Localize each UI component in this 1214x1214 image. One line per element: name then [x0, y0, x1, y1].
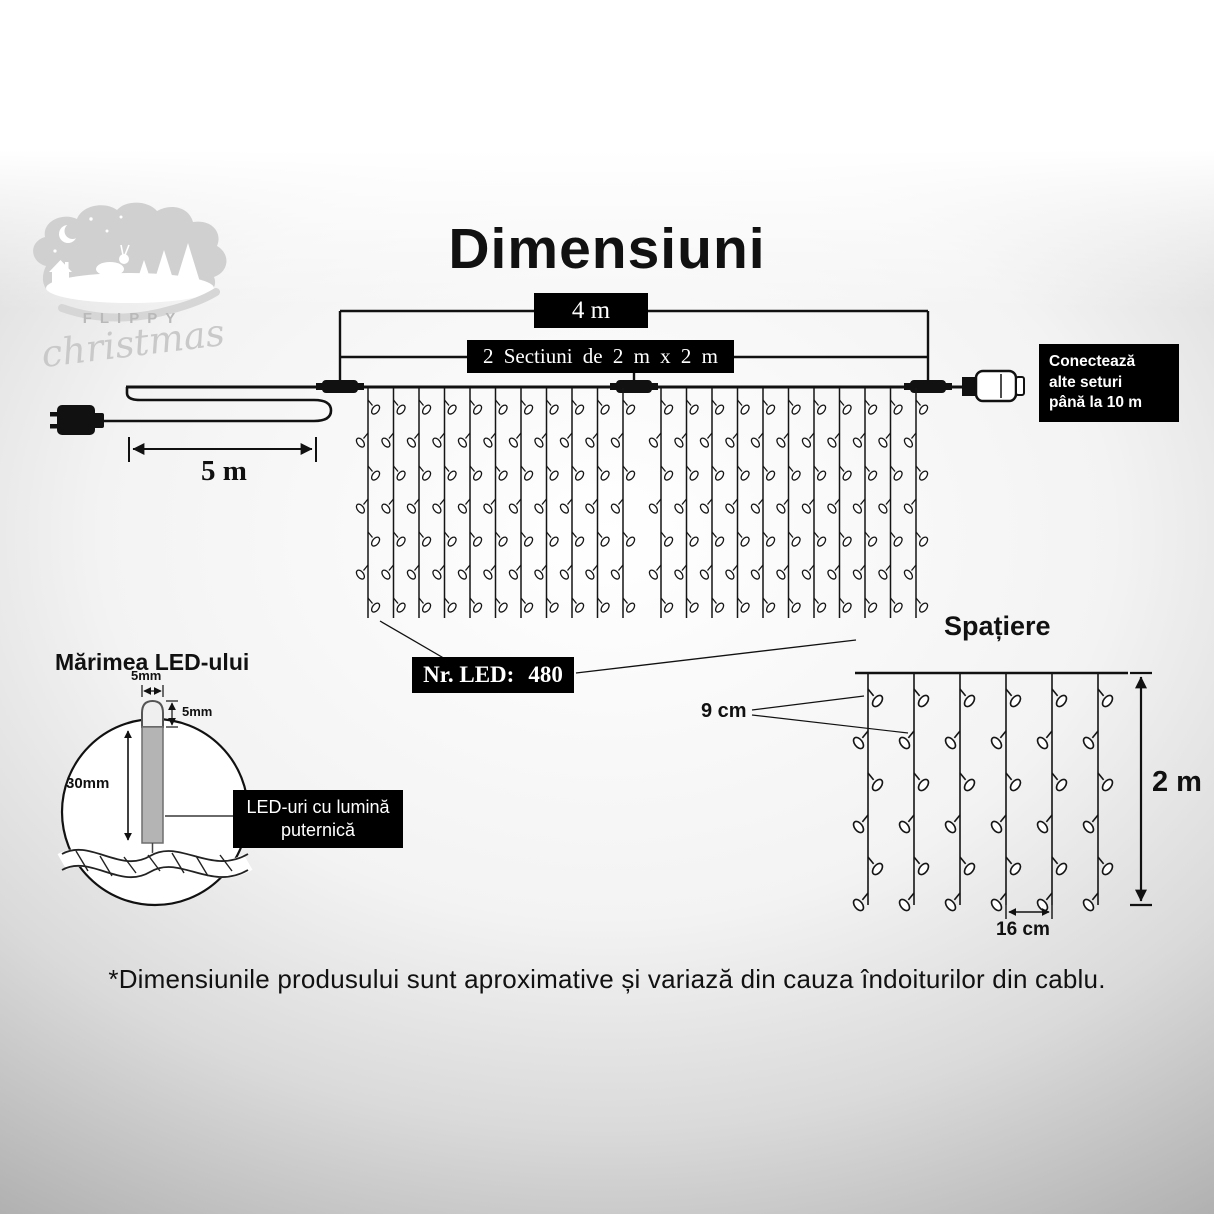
bulb-width-measure [141, 685, 164, 697]
snow-swoosh [58, 288, 220, 322]
led-count-badge: Nr. LED: 480 [412, 657, 574, 693]
led-count-label: Nr. LED: [423, 662, 515, 687]
cap-height-measure [166, 700, 178, 728]
power-plug-icon [50, 405, 104, 435]
lead-length-label: 5 m [201, 455, 247, 487]
bulb-body-label: 30mm [66, 775, 110, 792]
spacing-title: Spațiere [944, 611, 1051, 641]
deer-silhouette [96, 244, 130, 285]
winter-scene-icon [33, 202, 227, 322]
spacing-diagram [751, 671, 1152, 919]
led-count-leader-lines [379, 620, 857, 674]
led-cap-shape [141, 699, 164, 728]
bulb-cap-label: 5mm [182, 704, 213, 719]
led-count-value: 480 [528, 662, 563, 687]
connect-note-badge: Conectează alte seturi până la 10 m [1039, 344, 1179, 422]
twisted-wire-icon [57, 848, 253, 879]
height-measure [1130, 671, 1152, 907]
house-silhouette [49, 260, 72, 285]
total-width-badge: 4 m [534, 293, 648, 328]
vertical-gap-label: 9 cm [701, 700, 747, 722]
page-title: Dimensiuni [448, 217, 766, 281]
string-gap-label: 16 cm [996, 919, 1050, 940]
connect-note-line: până la 10 m [1049, 394, 1143, 412]
brand-logo: FLIPPY christmas [18, 198, 248, 403]
led-body-shape [141, 726, 164, 844]
vertical-gap-leaders [751, 695, 909, 734]
bulb-width-label: 5mm [131, 668, 162, 683]
curtain-section-right [648, 388, 929, 618]
sections-badge: 2 Sectiuni de 2 m x 2 m [467, 340, 734, 373]
string-gap-measure [1005, 905, 1053, 919]
led-size-title: Mărimea LED-ului [55, 649, 250, 675]
spacing-curtain [852, 673, 1115, 912]
led-size-diagram [57, 685, 253, 907]
connect-note-line: alte seturi [1049, 373, 1123, 391]
brand-name: FLIPPY [82, 310, 184, 327]
connect-note-line: Conectează [1049, 353, 1136, 371]
disclaimer: *Dimensiunile produsului sunt aproximati… [108, 964, 1106, 994]
wire-connector-icons [316, 380, 952, 393]
lead-length-measure [128, 437, 317, 462]
lead-wire [103, 387, 333, 423]
end-connector-icon [962, 369, 1025, 403]
curtain-section-left [355, 388, 636, 618]
led-note-line: puternică [280, 820, 356, 840]
led-note-line: LED-uri cu lumină [246, 796, 390, 817]
height-label: 2 m [1152, 766, 1202, 798]
led-brightness-note: LED-uri cu lumină puternică [233, 790, 403, 848]
